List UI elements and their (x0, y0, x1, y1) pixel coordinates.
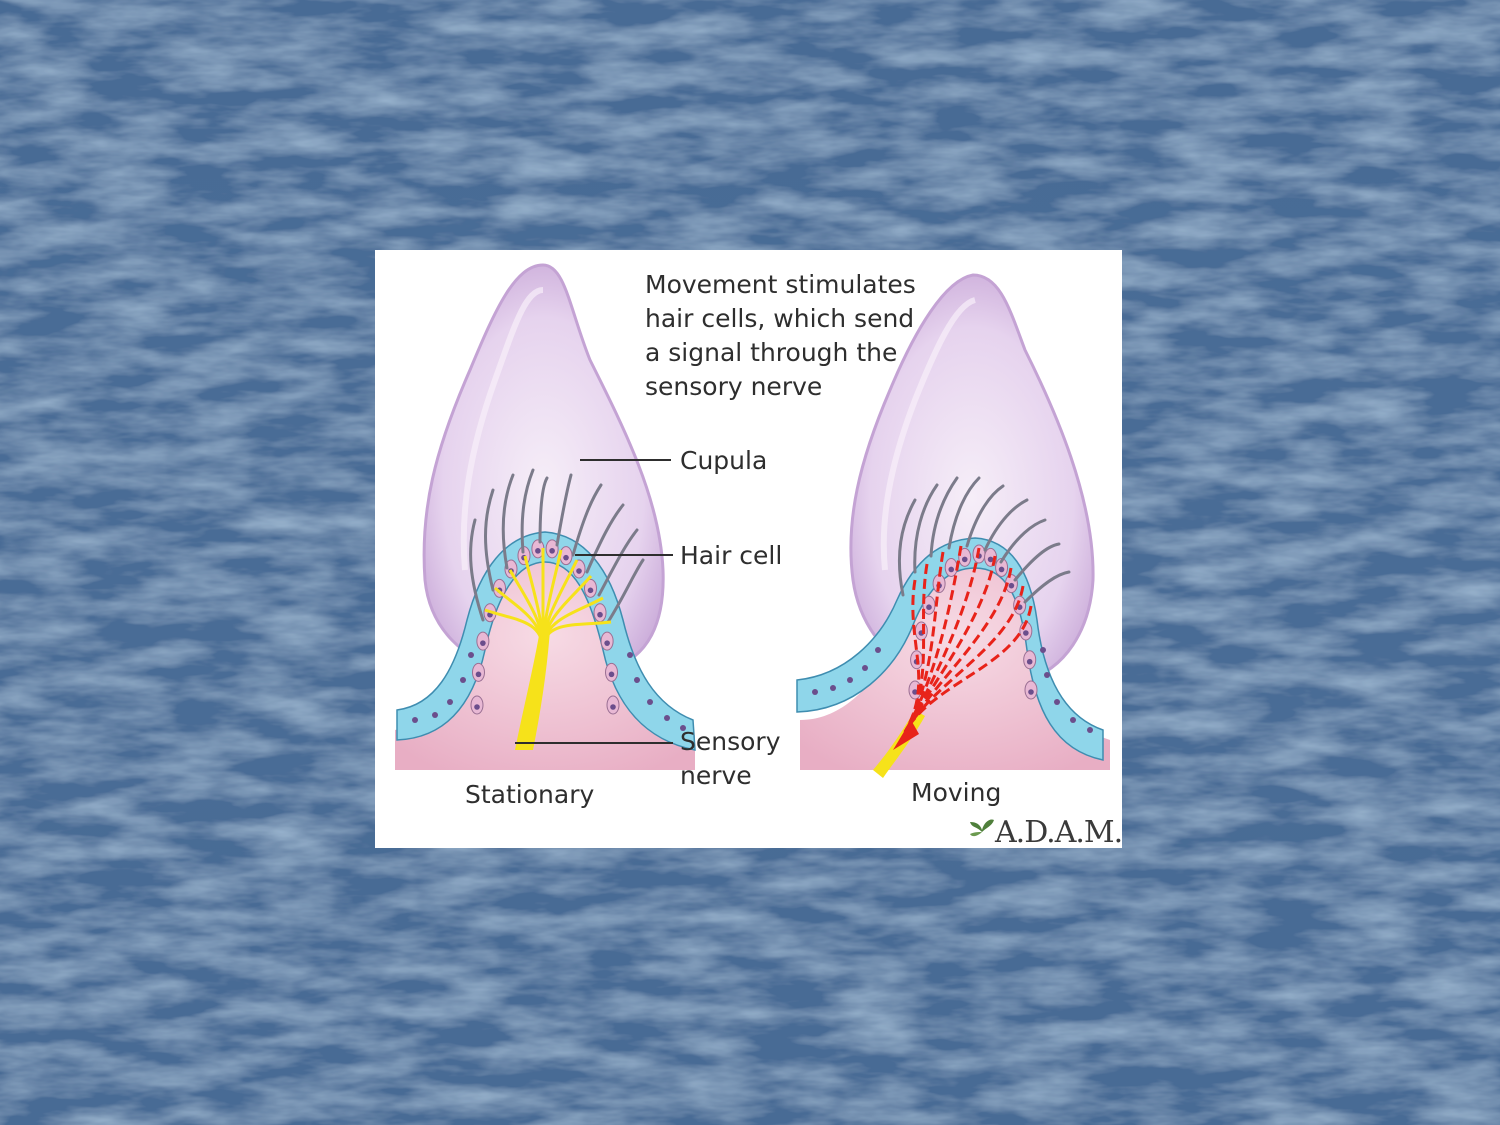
basal-cell-nucleus (664, 715, 670, 721)
stereocilia-hair (469, 518, 485, 622)
cell-nucleus (926, 604, 932, 611)
cell-nucleus (576, 568, 582, 574)
stereocilia-hair (555, 473, 573, 547)
basal-cell-nucleus (830, 685, 836, 691)
description-text: Movement stimulates hair cells, which se… (645, 270, 916, 401)
signal-arrowhead-icon (893, 720, 919, 750)
sensory-nerve-label-line-2: nerve (680, 761, 752, 790)
basal-cell-nucleus (627, 652, 633, 658)
cell-nucleus (912, 689, 918, 695)
signal-fiber (903, 579, 921, 733)
basal-cell-nucleus (1070, 717, 1076, 723)
sensory-nerve-trunk (515, 630, 550, 750)
cell-nucleus (608, 671, 615, 678)
tissue-base-moving (800, 550, 1110, 770)
basal-cell-nucleus (1087, 727, 1093, 733)
cell-nucleus (987, 556, 994, 563)
stereocilia-hair (1013, 542, 1061, 582)
stationary-panel (395, 263, 696, 770)
stereocilia-hair (571, 483, 603, 557)
cell-nucleus (597, 611, 603, 618)
cell-nucleus (474, 704, 480, 710)
cell-nucleus (604, 640, 610, 646)
cell-nucleus (475, 671, 482, 678)
cell-nucleus (998, 566, 1005, 573)
basal-cell-nucleus (460, 677, 466, 683)
cell-nucleus (587, 587, 594, 594)
basal-cell-nucleus (680, 725, 686, 731)
basal-cell-nucleus (1044, 672, 1050, 678)
adam-logo: A.D.A.M. (970, 815, 1122, 848)
stereocilia-hair (913, 483, 939, 574)
stereocilia-hair (1023, 570, 1071, 604)
stereocilia-hair (947, 476, 981, 550)
cell-nucleus (480, 640, 486, 646)
cell-nucleus (535, 548, 541, 554)
moving-caption: Moving (911, 778, 1001, 807)
stereocilia-hair (999, 518, 1047, 564)
stereocilia-hair (585, 503, 625, 574)
basal-cell-nucleus (647, 699, 653, 705)
cell-nucleus (1028, 689, 1034, 695)
basal-cell-nucleus (875, 647, 881, 653)
signal-fiber (903, 547, 981, 733)
stereocilia-hair (597, 528, 639, 597)
logo-text: A.D.A.M. (994, 815, 1122, 848)
description-line-1: Movement stimulates (645, 270, 916, 299)
inner-ear-hair-cell-diagram: Movement stimulates hair cells, which se… (375, 250, 1122, 848)
stereocilia-hair (484, 488, 495, 592)
description-line-2: hair cells, which send (645, 304, 914, 333)
logo-leaf-icon (970, 819, 994, 837)
cell-nucleus (610, 704, 616, 710)
signal-fiber (903, 551, 945, 733)
basal-cell-nucleus (432, 712, 438, 718)
cell-nucleus (1008, 582, 1015, 589)
stereocilia-hair (520, 468, 535, 554)
moving-panel (796, 273, 1110, 778)
basal-cell-nucleus (1054, 699, 1060, 705)
signal-fiber (903, 545, 963, 733)
cell-nucleus (549, 548, 555, 554)
stereocilia-hair (501, 473, 515, 570)
sensory-nerve-label-line-1: Sensory (680, 727, 781, 756)
basal-cell-nucleus (412, 717, 418, 723)
cell-nucleus (1023, 630, 1029, 636)
stereocilia-hair (897, 498, 917, 597)
hair-cell-label: Hair cell (680, 541, 782, 570)
description-line-4: sensory nerve (645, 372, 822, 401)
cupula-label: Cupula (680, 446, 767, 475)
cell-nucleus (1026, 658, 1033, 665)
basal-cell-nucleus (812, 689, 818, 695)
basal-cell-nucleus (862, 665, 868, 671)
cell-nucleus (563, 554, 569, 561)
epithelium-band-moving (796, 537, 1104, 761)
basal-cell-nucleus (634, 677, 640, 683)
stereocilia-hair (983, 498, 1029, 552)
stereocilia-hair (538, 476, 549, 544)
stereocilia-hair (965, 484, 1005, 548)
cell-nucleus (961, 556, 968, 563)
stationary-caption: Stationary (465, 780, 594, 809)
nerve-fiber (541, 620, 612, 651)
stereocilia-hair (929, 476, 959, 558)
basal-cell-nucleus (847, 677, 853, 683)
description-line-3: a signal through the (645, 338, 897, 367)
basal-cell-nucleus (468, 652, 474, 658)
basal-cell-nucleus (447, 699, 453, 705)
stereocilia-hair (606, 558, 645, 624)
basal-cell-nucleus (1040, 647, 1046, 653)
cell-nucleus (948, 566, 955, 573)
signal-fiber (903, 605, 1033, 733)
signal-fiber (903, 555, 997, 733)
